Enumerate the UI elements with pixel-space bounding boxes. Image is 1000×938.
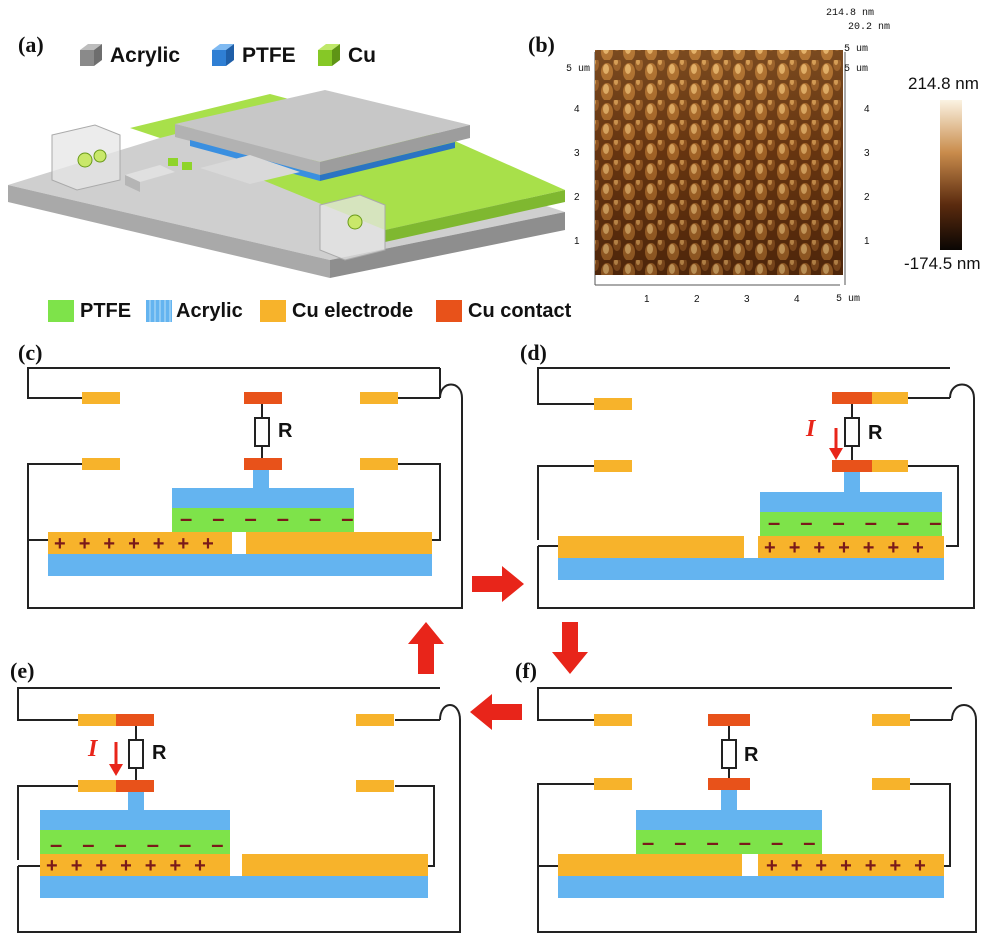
current-label-d: I (806, 416, 816, 442)
legend-2d-acrylic: Acrylic (176, 300, 243, 322)
circuit-panel-d (537, 367, 975, 609)
panel-label-d: (d) (520, 340, 547, 365)
resistor-label-e: R (152, 742, 167, 764)
afm-ytick-4: 4 (574, 104, 580, 115)
afm-ytick-right-3: 3 (864, 148, 870, 159)
cu-cube-icon (318, 44, 340, 66)
afm-ytick-1: 1 (574, 236, 580, 247)
afm-ytick-right-2: 2 (864, 192, 870, 203)
arrow-up-icon (408, 622, 444, 674)
afm-axis-top-right: 5 um (844, 44, 869, 55)
colorbar-min-label: -174.5 nm (904, 254, 981, 273)
device-3d-illustration (8, 90, 565, 278)
afm-image (594, 50, 962, 286)
ptfe-cube-icon (212, 44, 234, 66)
panel-label-c: (c) (18, 340, 43, 365)
legend-cu-contact-swatch (436, 300, 462, 322)
charges-minus-c: –––––– (180, 506, 374, 531)
afm-xtick-3: 3 (744, 294, 750, 305)
afm-axis-right-top: 5 um (844, 64, 869, 75)
charges-minus-d: –––––– (768, 510, 962, 535)
panel-label-e: (e) (10, 658, 35, 683)
resistor-label-c: R (278, 420, 293, 442)
circuit-panel-f (537, 687, 977, 933)
circuit-panel-e (17, 687, 461, 933)
afm-ytick-right-4: 4 (864, 104, 870, 115)
afm-axis-bottom-right: 5 um (836, 294, 861, 305)
panel-label-f: (f) (515, 658, 537, 683)
legend-cu-electrode-swatch (260, 300, 286, 322)
colorbar-max-label: 214.8 nm (908, 74, 979, 93)
charges-minus-f: –––––– (642, 830, 836, 855)
resistor-label-d: R (868, 422, 883, 444)
legend-ptfe-swatch (48, 300, 74, 322)
circuit-panel-c (27, 367, 463, 609)
arrow-right-icon (472, 566, 524, 602)
charges-plus-f: +++++++ (766, 855, 939, 877)
afm-xtick-1: 1 (644, 294, 650, 305)
afm-top-value2: 20.2 nm (848, 22, 891, 33)
legend-2d-ptfe: PTFE (80, 300, 132, 322)
legend-3d-acrylic: Acrylic (110, 44, 181, 67)
acrylic-cube-icon (80, 44, 102, 66)
afm-axis-left-top: 5 um (566, 64, 591, 75)
legend-3d-ptfe: PTFE (242, 44, 296, 67)
legend-3d-cu: Cu (348, 44, 376, 67)
afm-xtick-2: 2 (694, 294, 700, 305)
panel-label-a: (a) (18, 32, 44, 57)
panel-label-b: (b) (528, 32, 555, 57)
legend-acrylic-swatch (146, 300, 172, 322)
charges-minus-e: –––––– (50, 832, 244, 857)
afm-xtick-4: 4 (794, 294, 800, 305)
afm-ytick-3: 3 (574, 148, 580, 159)
legend-2d-cu-contact: Cu contact (468, 300, 572, 322)
charges-plus-c: +++++++ (54, 533, 227, 555)
arrow-left-icon (470, 694, 522, 730)
resistor-label-f: R (744, 744, 759, 766)
afm-ytick-2: 2 (574, 192, 580, 203)
afm-top-value: 214.8 nm (826, 8, 875, 19)
arrow-down-icon (552, 622, 588, 674)
afm-ytick-right-1: 1 (864, 236, 870, 247)
legend-2d-cu-electrode: Cu electrode (292, 300, 414, 322)
current-label-e: I (88, 736, 98, 762)
charges-plus-e: +++++++ (46, 855, 219, 877)
charges-plus-d: +++++++ (764, 537, 937, 559)
